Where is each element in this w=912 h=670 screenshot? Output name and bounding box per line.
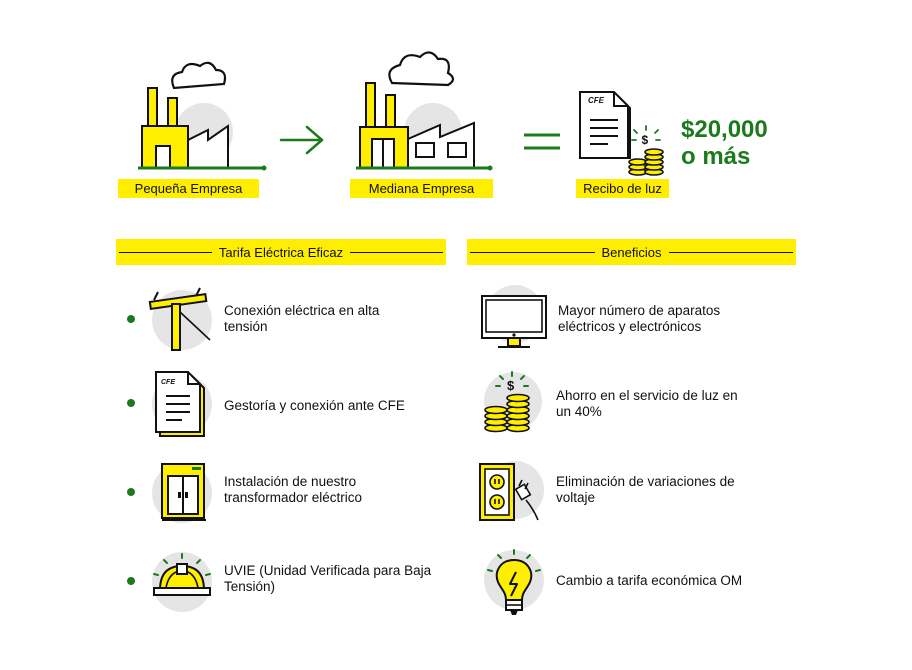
beneficios-title: Beneficios <box>601 244 662 260</box>
medium-company-label: Mediana Empresa <box>350 179 493 198</box>
equals-icon <box>524 133 560 150</box>
tarifa-title: Tarifa Eléctrica Eficaz <box>218 244 344 260</box>
bullet-dot <box>127 315 135 323</box>
beneficios-item-text: Eliminación de variaciones de voltaje <box>556 474 735 505</box>
small-company-label: Pequeña Empresa <box>118 179 259 198</box>
tarifa-item-text: Conexión eléctrica en alta tensión <box>224 303 380 334</box>
arrow-right-icon <box>279 125 324 155</box>
tarifa-item-text: UVIE (Unidad Verificada para Baja Tensió… <box>224 563 432 594</box>
document-icon: CFE <box>155 371 205 437</box>
coins-icon: $ <box>484 371 530 433</box>
outlet-icon <box>479 463 539 521</box>
price-amount: $20,000 o más <box>681 116 768 170</box>
beneficios-item-text: Ahorro en el servicio de luz en un 40% <box>556 388 738 419</box>
medium-factory-icon <box>356 51 493 171</box>
beneficios-item-text: Mayor número de aparatos eléctricos y el… <box>558 303 721 334</box>
bill-document-icon: $ <box>579 91 664 176</box>
bill-label: Recibo de luz <box>576 179 669 198</box>
tarifa-banner: Tarifa Eléctrica Eficaz <box>116 239 446 265</box>
bullet-dot <box>127 399 135 407</box>
lightbulb-icon <box>487 549 541 615</box>
svg-text:CFE: CFE <box>161 379 175 386</box>
svg-text:$: $ <box>642 133 649 147</box>
bullet-dot <box>127 488 135 496</box>
price-line-2: o más <box>681 143 751 170</box>
bullet-dot <box>127 577 135 585</box>
hard-hat-icon <box>153 553 211 596</box>
tarifa-item-text: Instalación de nuestro transformador elé… <box>224 474 363 505</box>
tarifa-item-text: Gestoría y conexión ante CFE <box>224 398 405 413</box>
small-factory-icon <box>138 61 267 171</box>
bill-cfe-label: CFE <box>588 96 604 105</box>
beneficios-item-text: Cambio a tarifa económica OM <box>556 573 743 588</box>
beneficios-banner: Beneficios <box>467 239 796 265</box>
monitor-icon <box>481 295 547 348</box>
transformer-icon <box>161 463 206 521</box>
price-line-1: $20,000 <box>681 116 768 143</box>
svg-text:$: $ <box>507 378 515 393</box>
utility-pole-icon <box>148 287 211 351</box>
